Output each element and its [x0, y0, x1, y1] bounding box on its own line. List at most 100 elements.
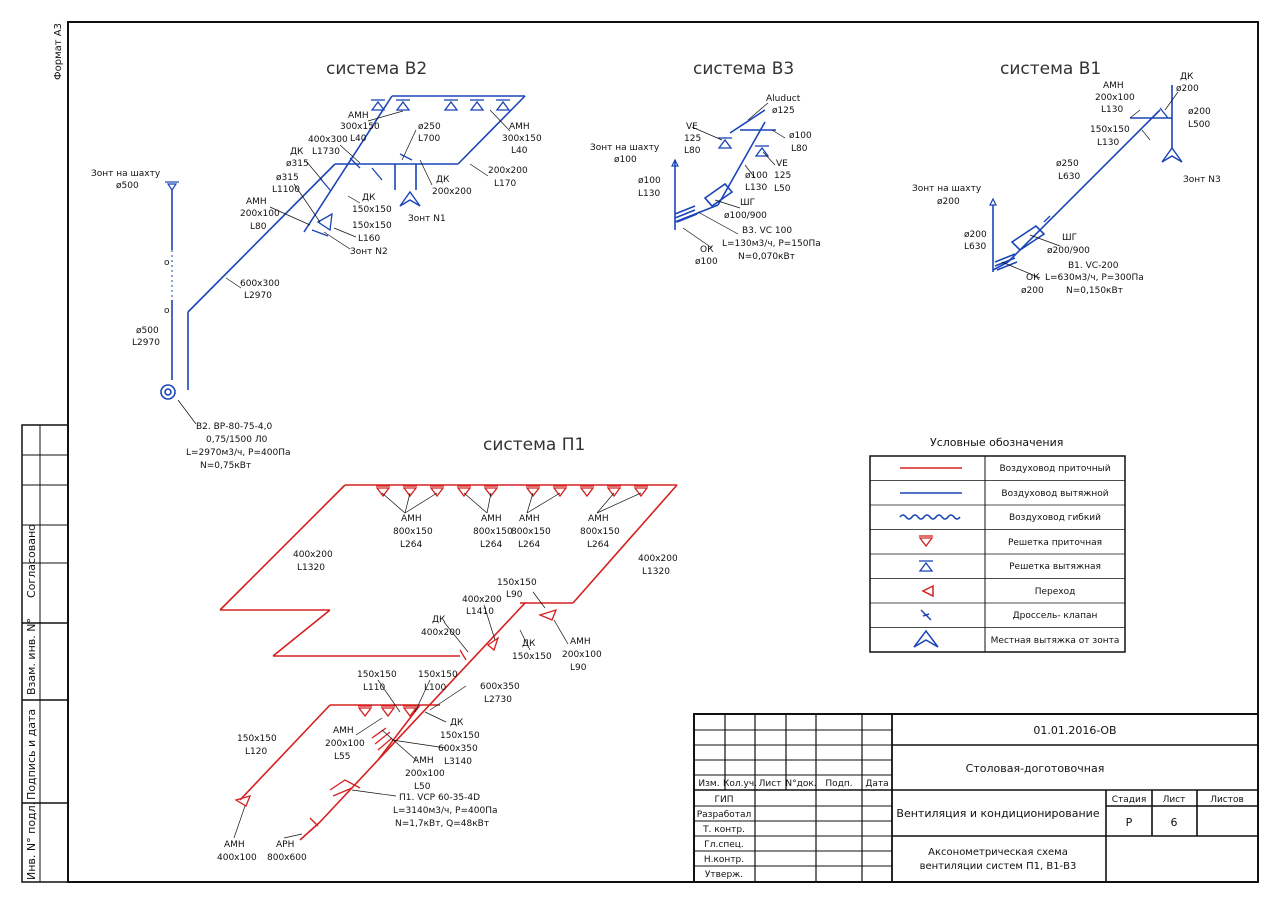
- p1-dk1-l2: 400x200: [421, 628, 461, 638]
- title-block: 01.01.2016-ОВ Столовая-доготовочная Вент…: [693, 713, 1259, 883]
- b2-amn2-l1: АМН: [246, 197, 267, 207]
- stamp-hdr-podp: Подп.: [825, 779, 852, 789]
- b3-100b-l1: ø100: [745, 171, 768, 181]
- side-label-agreed: Согласовано: [25, 524, 38, 598]
- legend-transition-symbol: [921, 584, 934, 598]
- b2-zshaft-l2: ø500: [116, 181, 139, 191]
- p1-fan-l2: L=3140м3/ч, P=400Па: [393, 806, 497, 816]
- p1-amn5-l2: 200x100: [562, 650, 602, 660]
- legend-label-damper: Дроссель- клапан: [1013, 611, 1098, 621]
- b3-ve1-l3: L80: [684, 146, 701, 156]
- b1-fan-l3: N=0,150кВт: [1066, 286, 1123, 296]
- b1-ok-l1: ОК: [1026, 273, 1040, 283]
- side-label-replace: Взам. инв. N°: [25, 618, 38, 695]
- stamp-doc-code: 01.01.2016-ОВ: [1033, 724, 1116, 737]
- p1-amn6-l3: L55: [334, 752, 350, 762]
- side-label-inv: Инв. N° подл.: [25, 802, 38, 880]
- b1-200b-l2: L630: [964, 242, 986, 252]
- p1-150a-l2: L90: [506, 590, 523, 600]
- b1-shg-l1: ШГ: [1062, 233, 1077, 243]
- b1-dk-l2: ø200: [1176, 84, 1199, 94]
- p1-amn3-l2: 800x150: [511, 527, 551, 537]
- p1-dk2-l1: ДК: [522, 639, 536, 649]
- system-b2: система В2: [91, 59, 542, 471]
- b2-150-l1: 150x150: [352, 221, 392, 231]
- stamp-hdr-sheet: Лист: [1163, 795, 1186, 805]
- b2-150-l2: L160: [358, 234, 380, 244]
- system-b1-title: система В1: [1000, 59, 1101, 79]
- b2-400-l2: L1730: [312, 147, 340, 157]
- b3-ok-l1: ОК: [700, 245, 714, 255]
- system-b1: система В1 АМН 200x100 L130 ДК ø200 ø2: [912, 59, 1221, 296]
- b3-fan-l2: L=130м3/ч, P=150Па: [722, 239, 821, 249]
- b2-amn-right-l2: 300x150: [502, 134, 542, 144]
- drawing-frame: Формат А3 Согласовано Взам. инв. N° Подп…: [21, 21, 1259, 883]
- legend-label-supply-grille: Решетка приточная: [1008, 538, 1102, 548]
- p1-amn2-l1: АМН: [481, 514, 502, 524]
- stamp-stage-value: Р: [1126, 816, 1133, 829]
- p1-dk3-l1: ДК: [450, 718, 464, 728]
- b2-zont1: Зонт N1: [408, 214, 446, 224]
- stamp-hdr-list: Лист: [759, 779, 782, 789]
- p1-amn4-l3: L264: [587, 540, 609, 550]
- p1-150a-l1: 150x150: [497, 578, 537, 588]
- b2-amn-left-l2: 300x150: [340, 122, 380, 132]
- p1-arn-l2: 800x600: [267, 853, 307, 863]
- legend-label-exhaust-duct: Воздуховод вытяжной: [1001, 489, 1108, 499]
- p1-amn8-l2: 400x100: [217, 853, 257, 863]
- p1-400r-l2: L1320: [642, 567, 670, 577]
- b2-fan-l3: L=2970м3/ч, P=400Па: [186, 448, 290, 458]
- p1-400m-l1: 400x200: [462, 595, 502, 605]
- p1-amn7-l3: L50: [414, 782, 431, 792]
- system-p1-title: система П1: [483, 435, 585, 455]
- b2-dk2-l1: ДК: [436, 175, 450, 185]
- stamp-role-tech-control: Т. контр.: [702, 825, 745, 835]
- b3-ve2-l3: L50: [774, 184, 791, 194]
- legend-damper-symbol: [920, 609, 932, 621]
- stamp-sheet-value: 6: [1171, 816, 1178, 829]
- b2-600-l1: 600x300: [240, 279, 280, 289]
- b3-zshaft-l2: ø100: [614, 155, 637, 165]
- format-label: Формат А3: [53, 23, 64, 80]
- b2-dk1-l2: ø315: [286, 159, 309, 169]
- b1-200b-l1: ø200: [964, 230, 987, 240]
- b1-zshaft-l2: ø200: [937, 197, 960, 207]
- p1-150c-l1: 150x150: [418, 670, 458, 680]
- b2-fan-l2: 0,75/1500 Л0: [206, 435, 268, 445]
- p1-amn8-l1: АМН: [224, 840, 245, 850]
- b2-250-l1: ø250: [418, 122, 441, 132]
- p1-400l-l1: 400x200: [293, 550, 333, 560]
- legend: Условные обозначения Воздуховод приточны…: [869, 436, 1126, 653]
- stamp-role-chief-spec: Гл.спец.: [704, 840, 743, 850]
- b2-dk1-l1: ДК: [290, 147, 304, 157]
- p1-amn4-l1: АМН: [588, 514, 609, 524]
- p1-amn7-l1: АМН: [413, 756, 434, 766]
- p1-amn4-l2: 800x150: [580, 527, 620, 537]
- p1-amn5-l1: АМН: [570, 637, 591, 647]
- b1-shg-l2: ø200/900: [1047, 246, 1090, 256]
- p1-400l-l2: L1320: [297, 563, 325, 573]
- p1-400m-l2: L1410: [466, 607, 494, 617]
- legend-label-flex-duct: Воздуховод гибкий: [1009, 513, 1101, 523]
- stamp-hdr-data: Дата: [865, 779, 888, 789]
- b2-amn-right-l3: L40: [511, 146, 528, 156]
- b1-250-l1: ø250: [1056, 159, 1079, 169]
- system-b3: система В3 Aluduct ø125 VE 125 L80 ø: [590, 59, 821, 267]
- b1-amn-l3: L130: [1101, 105, 1123, 115]
- b3-fan-l3: N=0,070кВт: [738, 252, 795, 262]
- p1-amn3-l3: L264: [518, 540, 540, 550]
- legend-label-transition: Переход: [1035, 587, 1076, 597]
- b2-amn-left-l1: АМН: [348, 111, 369, 121]
- b3-ok-l2: ø100: [695, 257, 718, 267]
- b2-amn-right-l1: АМН: [509, 122, 530, 132]
- b3-fan-l1: В3. VC 100: [742, 226, 792, 236]
- stamp-role-norm-control: Н.контр.: [704, 855, 744, 865]
- b1-250-l2: L630: [1058, 172, 1080, 182]
- b1-200-l1: ø200: [1188, 107, 1211, 117]
- legend-hood-symbol: [913, 629, 939, 648]
- b2-200-l1: 200x200: [488, 166, 528, 176]
- b2-o1: о: [164, 258, 170, 268]
- p1-amn3-l1: АМН: [519, 514, 540, 524]
- p1-150d-l1: 150x150: [237, 734, 277, 744]
- b2-amn2-l2: 200x100: [240, 209, 280, 219]
